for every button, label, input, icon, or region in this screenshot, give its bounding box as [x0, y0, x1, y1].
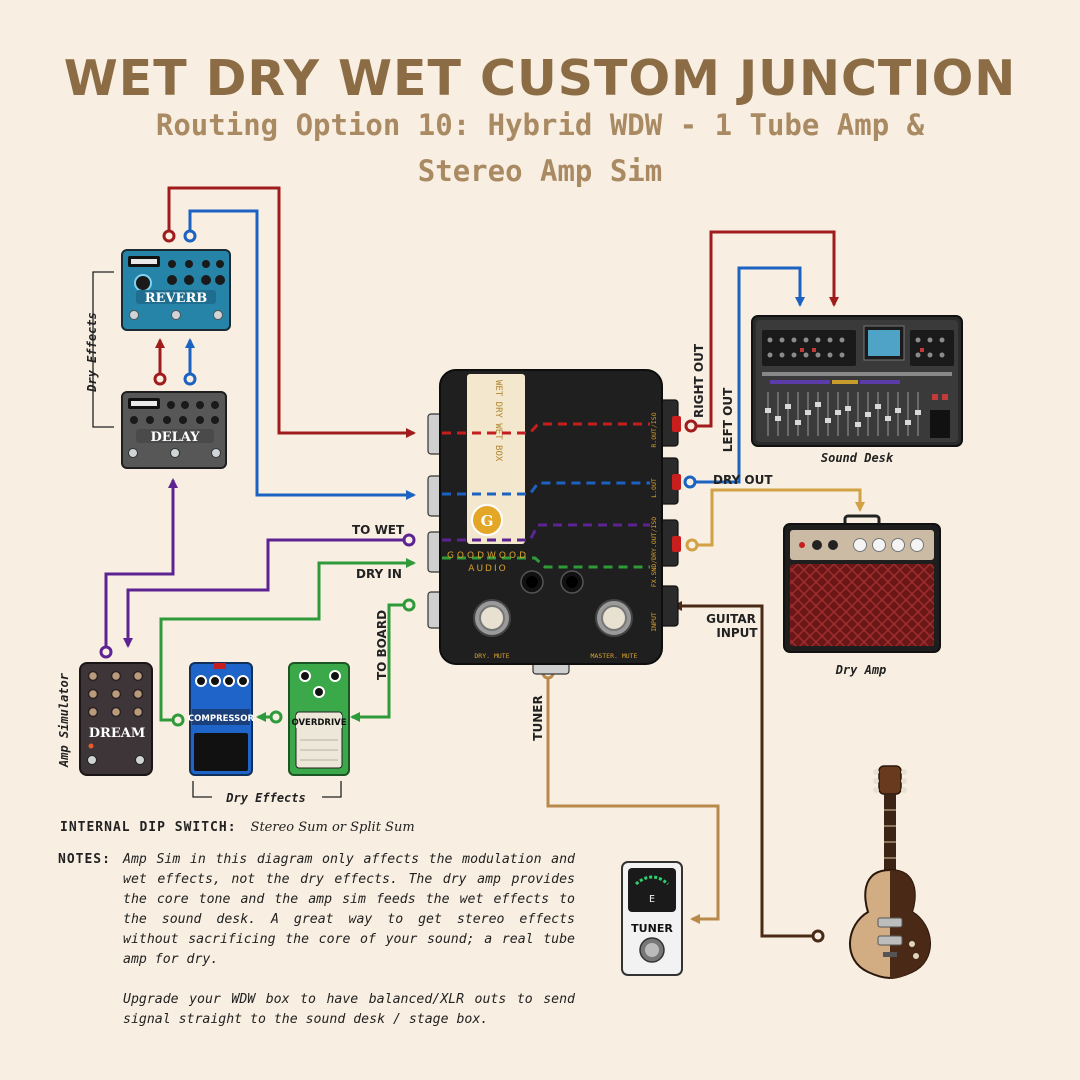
tuner-cable-label: TUNER: [531, 695, 545, 740]
dry-in-label: DRY IN: [356, 567, 402, 581]
cable-red-rightout: [691, 230, 839, 428]
notes-paragraph-2: Upgrade your WDW box to have balanced/XL…: [123, 992, 575, 1027]
cable-purple-dream-delay: [104, 478, 178, 648]
dream-label: DREAM: [89, 726, 145, 741]
dip-switch-label: INTERNAL DIP SWITCH:: [60, 820, 237, 835]
dry-amp: [783, 514, 941, 653]
compressor-pedal: COMPRESSOR: [188, 662, 255, 776]
r-out-label: R.OUT/ISO: [650, 412, 658, 447]
compressor-label: COMPRESSOR: [188, 714, 255, 724]
page-subtitle: Routing Option 10: Hybrid WDW - 1 Tube A…: [155, 108, 925, 188]
junction-box: WET DRY WET BOX G GOODWOOD AUDIO DRY. MU…: [427, 369, 681, 675]
cable-blue-leftout: [690, 266, 805, 484]
notes-paragraph-1: Amp Sim in this diagram only affects the…: [123, 852, 575, 967]
cable-tan-tuner: [546, 673, 720, 924]
delay-pedal: DELAY: [121, 391, 227, 469]
guitar-input-label-2: INPUT: [716, 626, 758, 640]
dry-effects-bracket-top: [92, 271, 114, 428]
guitar-input-label-1: GUITAR: [706, 612, 756, 626]
dry-effects-label-bottom: Dry Effects: [225, 791, 305, 805]
page-title: WET DRY WET CUSTOM JUNCTION: [63, 50, 1017, 107]
sticker-text: WET DRY WET BOX: [493, 380, 503, 462]
cable-gold-dryout: [692, 488, 865, 547]
dip-switch-note: INTERNAL DIP SWITCH: Stereo Sum or Split …: [60, 820, 415, 835]
overdrive-label: OVERDRIVE: [291, 718, 346, 728]
dry-amp-label: Dry Amp: [835, 663, 887, 677]
master-mute-label: MASTER. MUTE: [591, 652, 638, 660]
l-out-label: L.OUT: [650, 478, 658, 498]
to-wet-label: TO WET: [352, 523, 405, 537]
sound-desk: [751, 315, 963, 447]
dip-switch-value: Stereo Sum or Split Sum: [250, 820, 415, 835]
delay-label: DELAY: [150, 430, 200, 445]
reverb-label: REVERB: [145, 291, 208, 306]
cable-rings: [99, 229, 825, 943]
brand-goodwood: GOODWOOD: [447, 551, 529, 561]
dry-effects-bracket-bottom: [192, 781, 342, 798]
left-out-label: LEFT OUT: [721, 387, 735, 452]
cable-blue-reverb: [188, 209, 416, 500]
cable-green-toboard: [350, 603, 409, 722]
overdrive-pedal: OVERDRIVE: [288, 662, 350, 776]
notes-body: Amp Sim in this diagram only affects the…: [123, 850, 575, 1050]
cables: [104, 186, 865, 938]
sound-desk-label: Sound Desk: [821, 451, 894, 465]
guitar-icon: [849, 765, 931, 979]
reverb-pedal: REVERB: [121, 249, 231, 331]
svg-text:E: E: [649, 894, 655, 905]
fx-dry-label: FX.SND/DRY.OUT/ISO: [650, 517, 658, 588]
brand-audio: AUDIO: [468, 564, 507, 574]
amp-simulator-label: Amp Simulator: [57, 672, 71, 768]
dry-effects-label-top: Dry Effects: [85, 312, 99, 392]
dry-out-label: DRY OUT: [713, 473, 773, 487]
svg-text:G: G: [481, 512, 494, 530]
cable-green-dryin: [159, 558, 416, 722]
notes-label: NOTES:: [58, 852, 111, 867]
cable-brown-guitar: [672, 601, 818, 938]
dry-mute-label: DRY. MUTE: [474, 652, 509, 660]
cable-red-reverb: [167, 186, 416, 438]
input-label: INPUT: [650, 612, 658, 632]
right-out-label: RIGHT OUT: [692, 343, 706, 418]
tuner-label: TUNER: [631, 922, 673, 935]
to-board-label: TO BOARD: [375, 610, 389, 680]
cable-purple-towet: [123, 538, 409, 648]
amp-simulator-pedal: DREAM: [79, 662, 153, 776]
tuner-pedal: E TUNER: [621, 861, 683, 976]
